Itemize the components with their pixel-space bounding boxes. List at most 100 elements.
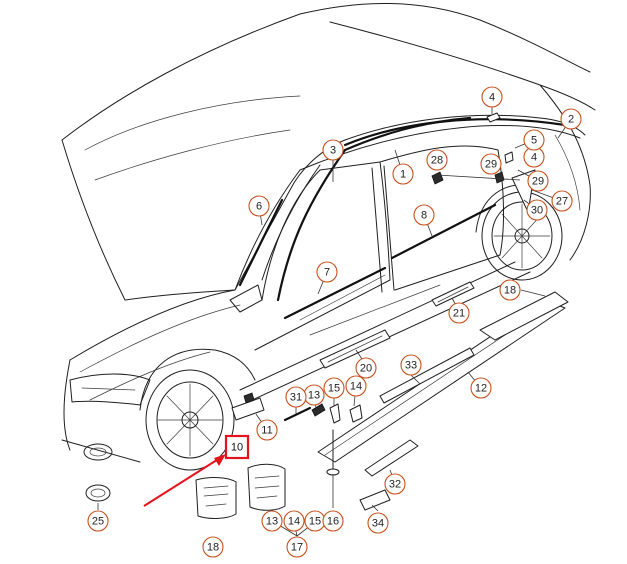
- callout-ring: [248, 195, 270, 217]
- callout-ring: [256, 419, 278, 441]
- callout-ring: [551, 190, 573, 212]
- callout-label: 13: [266, 516, 278, 528]
- callout-label: 1: [400, 169, 406, 181]
- callout-label: 29: [485, 159, 497, 171]
- grommet-ring: [85, 484, 111, 502]
- callout-21: 21: [448, 302, 470, 324]
- callout-label: 33: [405, 360, 417, 372]
- callout-29: 29: [527, 170, 549, 192]
- callout-ring: [202, 536, 224, 558]
- spacer-5: [504, 151, 514, 164]
- callout-2: 2: [560, 108, 582, 130]
- callout-label: 15: [309, 516, 321, 528]
- callout-17: 17: [286, 536, 308, 558]
- clip-4-top: [486, 112, 501, 123]
- callout-ring: [560, 108, 582, 130]
- clip-14: [349, 404, 363, 423]
- callout-ring: [480, 153, 502, 175]
- callout-label: 30: [531, 205, 543, 217]
- callout-11: 11: [256, 419, 278, 441]
- callout-ring: [367, 512, 389, 534]
- callout-ring: [413, 204, 435, 226]
- callout-ring: [345, 375, 367, 397]
- callout-1: 1: [392, 163, 414, 185]
- callout-ring: [448, 302, 470, 324]
- callout-ring: [355, 357, 377, 379]
- retaining-rod: [283, 406, 312, 422]
- callout-label: 8: [421, 210, 427, 222]
- callout-10: 10: [224, 434, 250, 460]
- callout-label: 7: [324, 267, 330, 279]
- callout-label: 15: [328, 383, 340, 395]
- callout-ring: [523, 129, 545, 151]
- callout-15: 15: [304, 510, 326, 532]
- callout-ring: [322, 139, 344, 161]
- callout-label: 14: [350, 381, 362, 393]
- callout-6: 6: [248, 195, 270, 217]
- callout-31: 31: [285, 386, 307, 408]
- sill-molding: [379, 347, 475, 404]
- callout-ring: [527, 170, 549, 192]
- callout-ring: [481, 86, 503, 108]
- callout-32: 32: [384, 473, 406, 495]
- clip-28: [431, 171, 444, 185]
- callout-25: 25: [87, 510, 109, 532]
- mounting-bracket: [359, 489, 391, 511]
- roof-molding-strip: [343, 118, 567, 147]
- callout-label: 28: [431, 155, 443, 167]
- callout-label: 16: [327, 516, 339, 528]
- callout-label: 18: [504, 285, 516, 297]
- callout-label: 27: [556, 196, 568, 208]
- callout-label: 14: [288, 516, 300, 528]
- clip-29: [494, 171, 505, 184]
- callout-label: 4: [531, 152, 537, 164]
- callout-15: 15: [323, 377, 345, 399]
- callout-18: 18: [499, 279, 521, 301]
- parts-bag-18: [195, 477, 237, 519]
- clip-13: [311, 403, 326, 417]
- callout-ring: [526, 199, 548, 221]
- callout-label: 18: [207, 542, 219, 554]
- callout-label: 29: [532, 176, 544, 188]
- rear-belt-strip: [390, 203, 497, 260]
- callout-ring: [400, 354, 422, 376]
- callout-18: 18: [202, 536, 224, 558]
- callout-28: 28: [426, 149, 448, 171]
- callout-13: 13: [261, 510, 283, 532]
- callout-label: 4: [489, 92, 495, 104]
- sill-rear-end: [479, 291, 569, 341]
- callout-label: 25: [92, 516, 104, 528]
- clip-15: [329, 403, 341, 424]
- callout-label: 2: [568, 114, 574, 126]
- callout-3: 3: [322, 139, 344, 161]
- callout-label: 6: [256, 201, 262, 213]
- callout-30: 30: [526, 199, 548, 221]
- bracket-clip: [243, 392, 255, 404]
- callout-4: 4: [481, 86, 503, 108]
- callout-label: 21: [453, 308, 465, 320]
- callout-14: 14: [283, 510, 305, 532]
- callout-ring: [470, 377, 492, 399]
- callout-7: 7: [316, 261, 338, 283]
- lower-strip: [364, 439, 419, 477]
- callout-label: 34: [372, 518, 384, 530]
- callout-27: 27: [551, 190, 573, 212]
- callout-33: 33: [400, 354, 422, 376]
- callout-8: 8: [413, 204, 435, 226]
- callout-ring: [261, 510, 283, 532]
- callout-29: 29: [480, 153, 502, 175]
- parts-layer: [85, 112, 569, 519]
- callout-5: 5: [523, 129, 545, 151]
- callout-16: 16: [322, 510, 344, 532]
- highlight-box: [224, 434, 250, 460]
- pointer-arrow-line: [143, 457, 221, 507]
- callout-label: 10: [231, 442, 243, 454]
- a-pillar-trim: [238, 198, 284, 287]
- callout-ring: [426, 149, 448, 171]
- callout-ring: [285, 386, 307, 408]
- window-belt-strip: [283, 266, 387, 320]
- callout-label: 17: [291, 542, 303, 554]
- callout-label: 11: [261, 425, 272, 437]
